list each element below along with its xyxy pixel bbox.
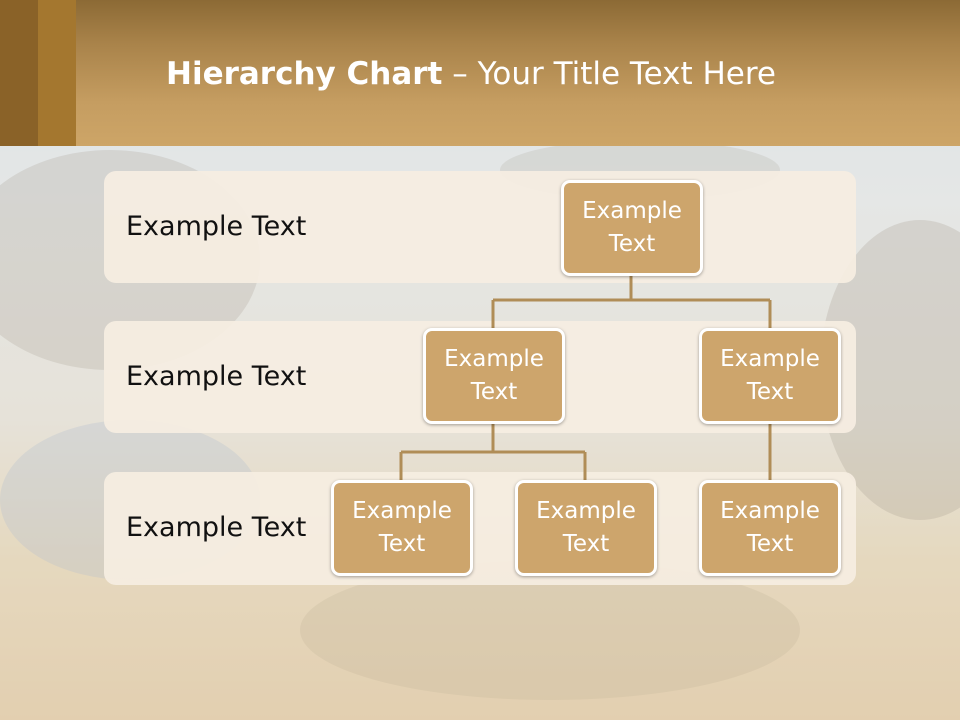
- level-label-2[interactable]: Example Text: [126, 361, 307, 392]
- title-bold: Hierarchy Chart: [166, 56, 443, 92]
- level-label-3[interactable]: Example Text: [126, 512, 307, 543]
- header-accent-stripe: [38, 0, 76, 146]
- node-level2-left[interactable]: Example Text: [423, 328, 565, 424]
- node-level3-c[interactable]: Example Text: [699, 480, 841, 576]
- node-level3-a[interactable]: Example Text: [331, 480, 473, 576]
- node-root[interactable]: Example Text: [561, 180, 703, 276]
- header-accent-stripe: [0, 0, 38, 146]
- node-level2-right[interactable]: Example Text: [699, 328, 841, 424]
- slide-title[interactable]: Hierarchy Chart – Your Title Text Here: [166, 56, 776, 92]
- level-label-1[interactable]: Example Text: [126, 211, 307, 242]
- title-rest: – Your Title Text Here: [442, 56, 776, 92]
- level-row-1: [104, 171, 856, 283]
- slide-header: Hierarchy Chart – Your Title Text Here: [0, 0, 960, 146]
- node-level3-b[interactable]: Example Text: [515, 480, 657, 576]
